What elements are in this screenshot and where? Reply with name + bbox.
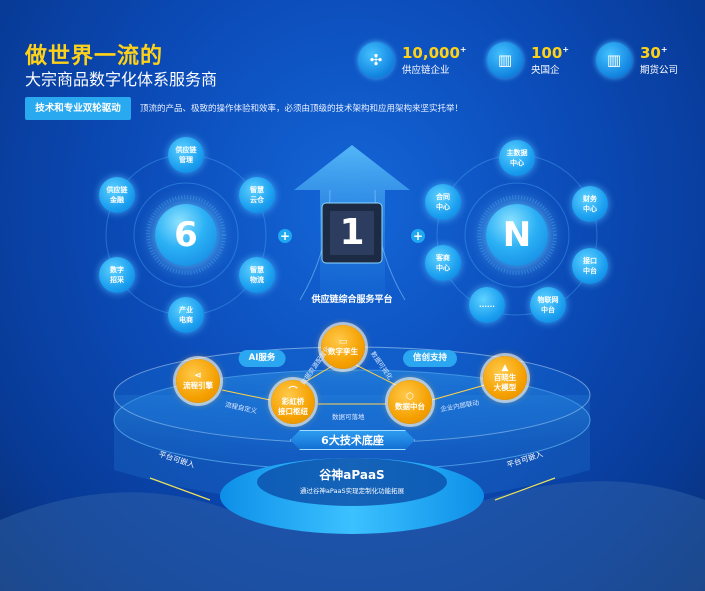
node: 智慧 云仓 — [239, 177, 275, 213]
tech-foundation-banner: 6大技术底座 — [290, 430, 415, 450]
node: 接口 中台 — [572, 248, 608, 284]
stat-suffix: + — [459, 45, 467, 54]
node-rainbow-bridge: ⌒彩虹桥 接口枢纽 — [271, 380, 315, 424]
node: 财务 中心 — [572, 186, 608, 222]
page-title: 做世界一流的 — [25, 44, 164, 69]
stat-value: 30 — [640, 44, 661, 62]
stat-futures: ▥ 30+ 期货公司 — [596, 42, 678, 78]
node-flow-engine: ⋖流程引擎 — [176, 359, 220, 403]
stat-label: 央国企 — [531, 65, 560, 76]
node-digital-twin: ▭数字孪生 — [321, 325, 365, 369]
ai-icon: ▲ — [501, 363, 509, 373]
mountain-shape — [0, 481, 705, 591]
node: 智慧 物流 — [239, 257, 275, 293]
stat-label: 供应链企业 — [402, 65, 450, 76]
cube-icon: ⬡ — [406, 392, 414, 402]
stat-value: 10,000 — [402, 44, 460, 62]
node-label: 彩虹桥 接口枢纽 — [278, 397, 308, 416]
plus-icon: + — [411, 229, 425, 243]
hub-n: N — [486, 204, 548, 266]
page-subtitle: 大宗商品数字化体系服务商 — [25, 70, 218, 89]
stat-suffix: + — [562, 45, 570, 54]
pill-xinchuang: 信创支持 — [402, 350, 458, 367]
badge: 技术和专业双轮驱动 — [25, 97, 131, 120]
link-lines — [221, 364, 486, 405]
link-label: 数据可落地 — [332, 413, 365, 421]
node: 供应链 金融 — [99, 177, 135, 213]
node-label: 百晓生 大模型 — [493, 373, 517, 392]
apaas-subtitle: 通过谷神aPaaS实现定制化功能拓展 — [299, 487, 405, 495]
plus-icon: + — [278, 229, 292, 243]
chip-icon — [321, 202, 383, 264]
node: 主数据 中心 — [499, 140, 535, 176]
node-baixiaosheng: ▲百晓生 大模型 — [483, 356, 527, 400]
hub-1: 1 — [339, 212, 365, 253]
stat-value: 100 — [531, 44, 563, 62]
bridge-icon: ⌒ — [288, 387, 298, 397]
pill-ai-service: AI服务 — [238, 350, 286, 367]
node: 数字 招采 — [99, 257, 135, 293]
node: 物联网 中台 — [530, 287, 566, 323]
stat-suppliers: ✣ 10,000+ 供应链企业 — [358, 42, 467, 78]
platform-label: 供应链综合服务平台 — [311, 295, 393, 305]
monitor-icon: ▭ — [338, 337, 348, 347]
building-icon: ▥ — [487, 42, 523, 78]
node: 产业 电商 — [168, 297, 204, 333]
slogan: 顶流的产品、极致的操作体验和效率，必须由顶级的技术架构和应用架构来坚实托举！ — [140, 104, 464, 114]
stat-suffix: + — [660, 45, 668, 54]
node-label: 流程引擎 — [183, 381, 213, 390]
stat-label: 期货公司 — [640, 65, 679, 76]
network-icon: ✣ — [358, 42, 394, 78]
node: 合同 中心 — [425, 184, 461, 220]
building-icon: ▥ — [596, 42, 632, 78]
node: ...... — [469, 287, 505, 323]
apaas-title: 谷神aPaaS — [319, 468, 385, 482]
stat-soe: ▥ 100+ 央国企 — [487, 42, 569, 78]
node-label: 数字孪生 — [328, 347, 358, 356]
flow-icon: ⋖ — [194, 371, 202, 381]
node-label: 数据中台 — [395, 402, 425, 411]
hub-6: 6 — [155, 204, 217, 266]
node-data-center: ⬡数据中台 — [388, 380, 432, 424]
node: 供应链 管理 — [168, 137, 204, 173]
node: 客商 中心 — [425, 245, 461, 281]
